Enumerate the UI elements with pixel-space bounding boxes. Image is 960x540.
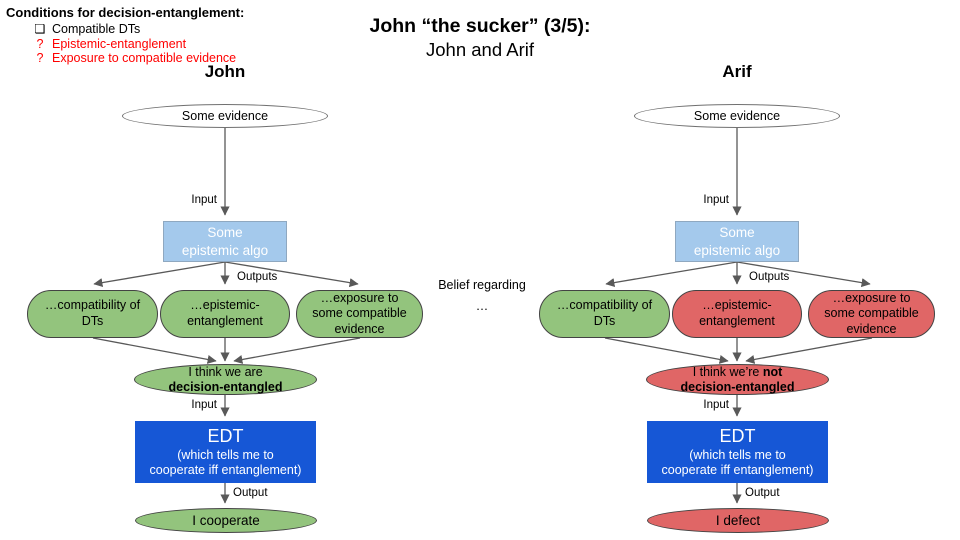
conclusion-node-arif: I think we’re not decision-entangled	[646, 364, 829, 395]
edt-node-arif: EDT (which tells me to cooperate iff ent…	[647, 421, 828, 483]
legend-item-exposure-evidence: ? Exposure to compatible evidence	[6, 51, 244, 66]
edt-title: EDT	[719, 425, 756, 446]
belief-exposure-evidence-john: …exposure to some compatible evidence	[296, 290, 423, 338]
legend-item-label: Compatible DTs	[52, 22, 141, 36]
edt-title: EDT	[207, 425, 244, 446]
legend-item-label: Epistemic-entanglement	[52, 36, 187, 51]
edt-node-john: EDT (which tells me to cooperate iff ent…	[135, 421, 316, 483]
column-header-john: John	[204, 62, 246, 81]
legend-item-label: Exposure to compatible evidence	[52, 51, 237, 65]
belief-exposure-evidence-arif: …exposure to some compatible evidence	[808, 290, 935, 338]
action-node-john: I cooperate	[135, 508, 317, 533]
input-label-john-2: Input	[191, 399, 217, 411]
center-note: Belief regarding …	[432, 278, 532, 314]
outputs-label-john: Outputs	[237, 271, 278, 283]
epistemic-algo-node-john: Some epistemic algo	[163, 221, 287, 262]
outputs-label-arif: Outputs	[749, 271, 790, 283]
slide-title-main: John “the sucker” (3/5):	[369, 15, 591, 37]
belief-epistemic-entanglement-john: …epistemic- entanglement	[160, 290, 290, 338]
legend-title: Conditions for decision-entanglement:	[6, 5, 245, 20]
evidence-node-john: Some evidence	[122, 104, 328, 128]
question-mark-icon: ?	[36, 36, 44, 51]
input-label-arif-1: Input	[703, 194, 729, 206]
conclusion-node-john: I think we are decision-entangled	[134, 364, 317, 395]
conclusion-line1: I think we’re not	[692, 365, 783, 379]
belief-epistemic-entanglement-arif: …epistemic- entanglement	[672, 290, 802, 338]
input-label-john-1: Input	[191, 194, 217, 206]
output-label-arif: Output	[745, 487, 780, 499]
conclusion-line2: decision-entangled	[680, 379, 795, 394]
edt-subtitle: (which tells me to cooperate iff entangl…	[149, 447, 302, 477]
slide-title: John “the sucker” (3/5): John and Arif	[300, 14, 660, 62]
edt-subtitle: (which tells me to cooperate iff entangl…	[661, 447, 814, 477]
conditions-legend: Conditions for decision-entanglement: ❏ …	[6, 5, 244, 66]
conclusion-line2: decision-entangled	[168, 379, 283, 394]
belief-compatibility-john: …compatibility of DTs	[27, 290, 158, 338]
input-label-arif-2: Input	[703, 399, 729, 411]
slide-title-sub: John and Arif	[426, 39, 534, 61]
center-note-ellipsis: …	[475, 299, 489, 313]
output-label-john: Output	[233, 487, 268, 499]
action-node-arif: I defect	[647, 508, 829, 533]
belief-compatibility-arif: …compatibility of DTs	[539, 290, 670, 338]
legend-item-epistemic-entanglement: ? Epistemic-entanglement	[6, 37, 244, 52]
epistemic-algo-node-arif: Some epistemic algo	[675, 221, 799, 262]
question-mark-icon: ?	[36, 51, 44, 65]
center-note-text: Belief regarding	[438, 278, 526, 292]
legend-item-compatible-dts: ❏ Compatible DTs	[6, 22, 244, 37]
checkbox-icon: ❏	[34, 22, 46, 36]
column-header-arif: Arif	[722, 62, 752, 81]
conclusion-line1: I think we are	[188, 365, 263, 379]
evidence-node-arif: Some evidence	[634, 104, 840, 128]
